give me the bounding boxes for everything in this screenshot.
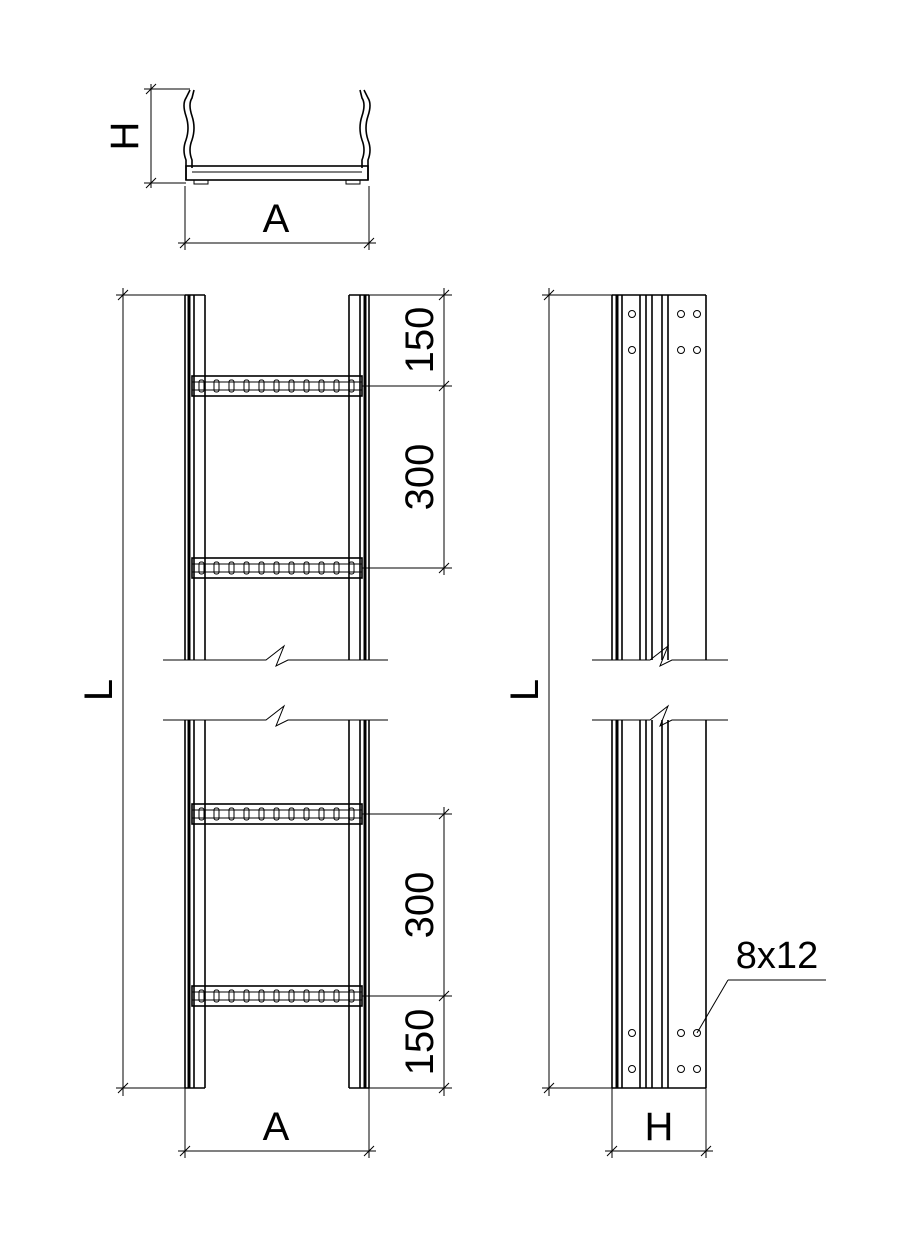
dim-top-end-label: 150 (398, 307, 442, 374)
rung-slot (228, 989, 235, 1003)
rung-slot (288, 561, 295, 575)
rung-slot (288, 989, 295, 1003)
side-holes-bottom (628, 1029, 701, 1073)
dim-bottom-pitch-label: 300 (398, 872, 442, 939)
side-length-dimension: L (503, 288, 612, 1096)
cross-section-height-label: H (103, 122, 147, 151)
rung-slot (228, 807, 235, 821)
rung-slot (198, 989, 205, 1003)
cross-section-rung (185, 165, 369, 181)
rung-slot (273, 561, 280, 575)
rung-slot (258, 561, 265, 575)
rung-slot (273, 379, 280, 393)
dim-top-pitch-label: 300 (398, 444, 442, 511)
rung-slot (318, 561, 325, 575)
rung-slot (318, 989, 325, 1003)
rung-slot (348, 807, 355, 821)
front-rung-2 (191, 557, 363, 579)
side-view: 8x12 L H (503, 288, 826, 1158)
rung-slot (303, 989, 310, 1003)
front-left-rail-lower (184, 720, 206, 1089)
front-view: L 150 300 300 150 (77, 288, 452, 1158)
front-rung-1 (191, 375, 363, 397)
rung-slot (243, 989, 250, 1003)
rung-slot (348, 989, 355, 1003)
side-height-label: H (645, 1105, 674, 1149)
front-length-dimension: L (77, 288, 185, 1096)
rung-slot (348, 379, 355, 393)
front-spacing-dimensions: 150 300 300 150 (362, 288, 452, 1096)
front-width-label: A (263, 1105, 290, 1149)
side-rail-upper (611, 294, 707, 660)
cross-section-width-dimension: A (178, 186, 376, 250)
rung-slot (198, 379, 205, 393)
rung-slot (213, 379, 220, 393)
front-left-rail-upper (184, 294, 206, 660)
side-length-label: L (503, 679, 547, 701)
front-break-lines (163, 644, 388, 728)
rung-slot (333, 379, 340, 393)
front-rung-4 (191, 985, 363, 1007)
rung-slot (213, 807, 220, 821)
cross-section-left-wall (183, 89, 195, 180)
rung-slot (228, 379, 235, 393)
rung-slot (258, 989, 265, 1003)
rung-slot (303, 807, 310, 821)
dim-bottom-end-label: 150 (398, 1009, 442, 1076)
cross-section-height-dimension: H (103, 83, 190, 189)
rung-slot (213, 989, 220, 1003)
rung-slot (333, 807, 340, 821)
side-break-lines (592, 644, 728, 728)
rung-slot (288, 807, 295, 821)
rung-slot (273, 989, 280, 1003)
rung-slot (303, 561, 310, 575)
rung-slot (303, 379, 310, 393)
rung-slot (333, 561, 340, 575)
rung-slot (198, 807, 205, 821)
rung-slot (243, 807, 250, 821)
rung-slot (318, 379, 325, 393)
hole-callout: 8x12 (696, 935, 826, 1034)
cross-section-view: H A (103, 83, 376, 250)
hole-callout-label: 8x12 (736, 935, 818, 977)
front-right-rail-upper (348, 294, 370, 660)
rung-slot (318, 807, 325, 821)
cross-section-right-wall (359, 89, 371, 180)
cross-section-width-label: A (263, 197, 290, 241)
front-width-dimension: A (178, 1088, 376, 1158)
rung-slot (273, 807, 280, 821)
rung-slot (348, 561, 355, 575)
rung-slot (198, 561, 205, 575)
rung-slot (213, 561, 220, 575)
front-rung-3 (191, 803, 363, 825)
rung-slot (258, 379, 265, 393)
rung-slot (333, 989, 340, 1003)
rung-slot (228, 561, 235, 575)
rung-slot (288, 379, 295, 393)
side-height-dimension: H (605, 1088, 713, 1158)
rung-slot (243, 379, 250, 393)
front-right-rail-lower (348, 720, 370, 1089)
rung-slot (258, 807, 265, 821)
side-rail-lower (611, 720, 707, 1089)
rung-slot (243, 561, 250, 575)
front-length-label: L (77, 679, 121, 701)
side-holes-top (628, 310, 701, 354)
